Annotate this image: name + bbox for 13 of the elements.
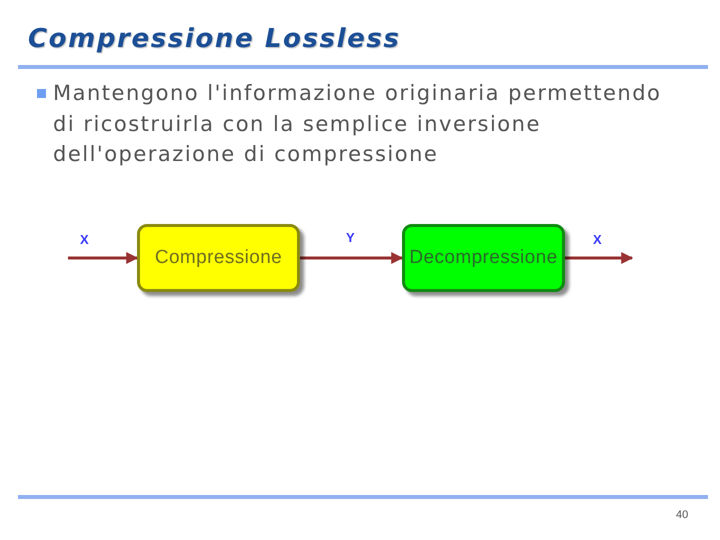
slide-title: Compressione Lossless [28,24,401,54]
process-box [137,224,300,292]
page-number: 40 [676,508,690,522]
arrow [565,252,634,264]
process-box [402,224,565,292]
arrow [300,252,404,264]
edge-label: Y [344,230,357,245]
edge-label: X [78,232,91,247]
bullet-text: Mantengono l'informazione originaria permettendo di ricostruirla con la semplice inversione dell'operazione di compressione [53,80,662,168]
box-label: Compressione [154,247,282,269]
box-label: Decompressione [409,247,558,269]
edge-label: X [591,232,604,247]
arrow [68,252,138,264]
